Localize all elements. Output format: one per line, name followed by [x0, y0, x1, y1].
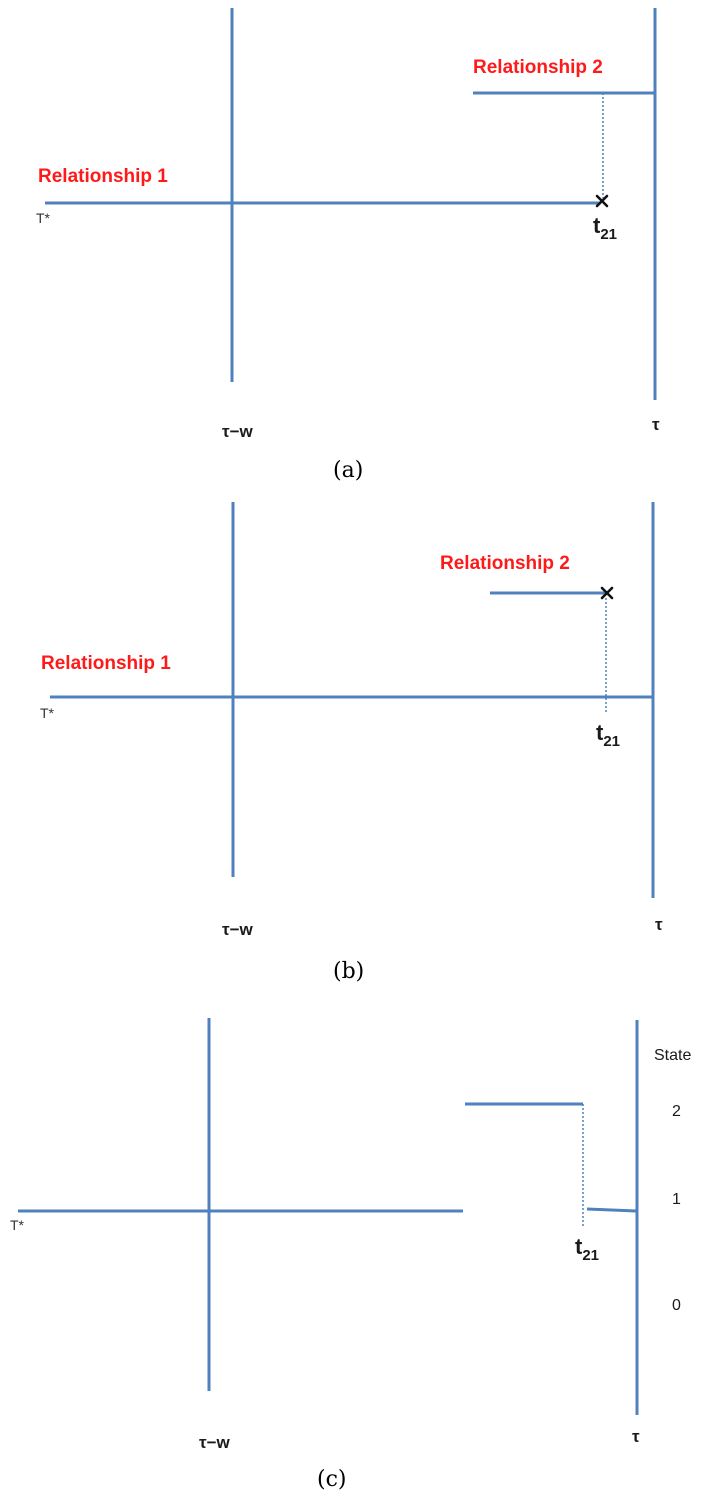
- state-header: State: [654, 1047, 691, 1064]
- tau-label: τ: [632, 1427, 640, 1446]
- tw-label: τ−w: [222, 920, 254, 939]
- tstar-label: T*: [40, 705, 55, 721]
- relationship-2-label: Relationship 2: [473, 57, 603, 78]
- caption-b: (b): [333, 959, 364, 984]
- t21-label: t21: [575, 1234, 599, 1264]
- relationship-1-label: Relationship 1: [38, 166, 168, 187]
- tstar-label: T*: [10, 1217, 25, 1233]
- state-level-2: 2: [672, 1103, 681, 1120]
- panel-b: Relationship 2 Relationship 1 T* t21 τ−w…: [40, 502, 663, 984]
- event-x-icon: [595, 194, 609, 208]
- t21-label: t21: [596, 720, 620, 750]
- state-level-0: 0: [672, 1297, 681, 1314]
- event-x-icon: [600, 586, 614, 600]
- tw-label: τ−w: [199, 1433, 231, 1452]
- relationship-2-label: Relationship 2: [440, 553, 570, 574]
- t21-label: t21: [593, 213, 617, 243]
- caption-a: (a): [333, 458, 363, 483]
- tau-label: τ: [655, 915, 663, 934]
- tau-label: τ: [652, 415, 660, 434]
- panel-c: T* t21 State 2 1 0 τ−w τ (c): [10, 1018, 691, 1492]
- tw-label: τ−w: [222, 422, 254, 441]
- state-1-connector: [586, 1207, 638, 1213]
- panel-a: Relationship 2 Relationship 1 T* t21 τ−w…: [36, 8, 660, 483]
- relationship-1-label: Relationship 1: [41, 653, 171, 674]
- state-level-1: 1: [672, 1191, 681, 1208]
- caption-c: (c): [317, 1467, 347, 1492]
- tstar-label: T*: [36, 210, 51, 226]
